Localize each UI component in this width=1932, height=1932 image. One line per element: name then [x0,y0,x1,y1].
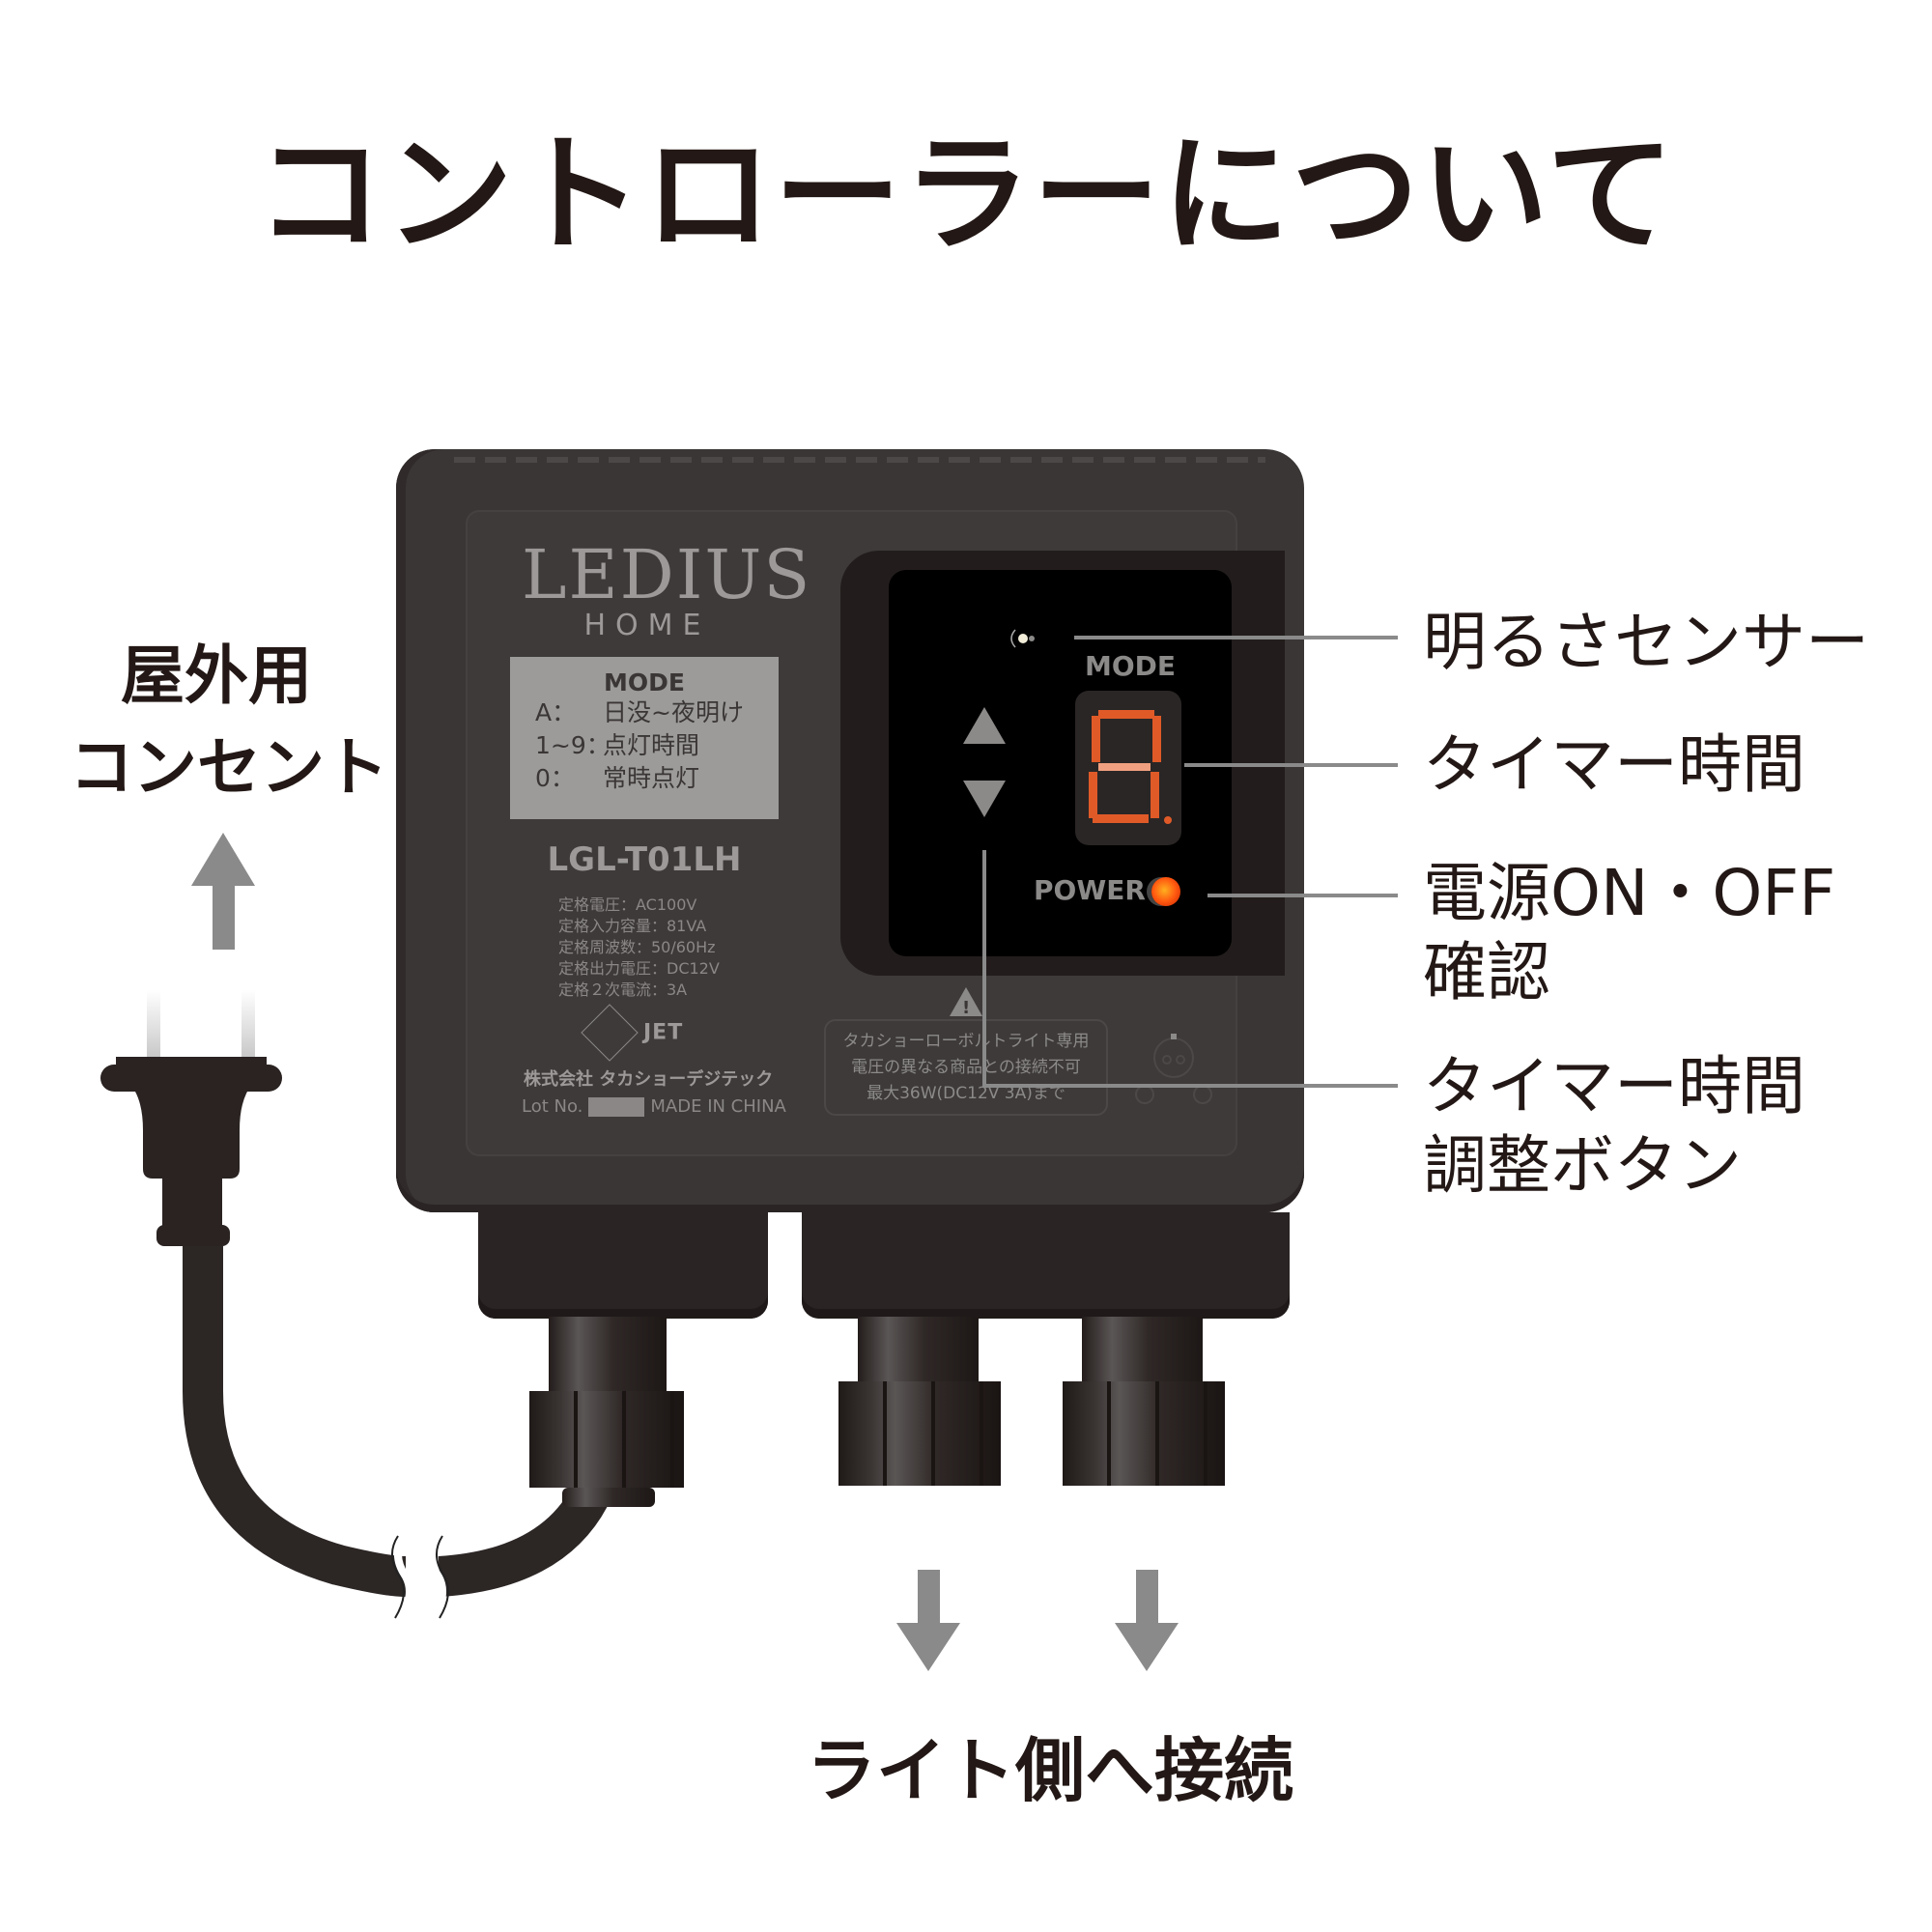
mode-legend-heading: MODE [604,668,685,696]
output-connector-2-nut [1063,1381,1225,1486]
spec-list: 定格電圧：AC100V 定格入力容量：81VA 定格周波数：50/60Hz 定格… [558,895,720,1001]
down-arrow-shaft [1136,1570,1158,1626]
callout-power-line2: 確認 [1423,935,1550,1009]
input-connector-base [562,1488,655,1507]
warning-line: タカショーローボルトライト専用 [842,1032,1090,1051]
segment-a [1098,710,1154,719]
page-title: コントローラーについて [255,121,1677,270]
callout-power-line1: 電源ON・OFF [1423,856,1836,930]
output-connector-housing [802,1212,1290,1319]
origin: MADE IN CHINA [650,1096,786,1117]
display-mode-label: MODE [1085,650,1177,682]
input-connector-housing [478,1212,768,1319]
timer-down-button[interactable] [963,781,1006,817]
power-label: POWER [1034,874,1146,906]
leader-buttons-h [982,1084,1398,1088]
down-arrow-icon [896,1623,960,1671]
lot-line: Lot No. MADE IN CHINA [522,1096,786,1117]
mode-legend: MODE A： 日没~夜明け 1~9：点灯時間 0： 常時点灯 [510,657,779,819]
mode-value: 点灯時間 [603,731,700,759]
warning-label: タカショーローボルトライト専用 電圧の異なる商品との接続不可 最大36W(DC1… [824,1019,1108,1116]
leader-power [1208,894,1398,897]
up-arrow-icon [191,833,255,886]
warning-triangle-icon [950,987,982,1016]
spec-line: 定格周波数：50/60Hz [558,938,716,956]
polarity-icon [1135,1034,1212,1104]
mode-legend-row: A： 日没~夜明け [510,696,779,729]
segment-e [1089,772,1097,818]
body-ridge [454,457,1265,463]
certification-marks: JET [581,1004,684,1062]
spec-line: 定格出力電圧：DC12V [558,959,720,978]
spec-line: 定格２次電流：3A [558,980,688,999]
mode-key: A： [535,698,577,726]
outlet-label-line1: 屋外用 [121,639,312,713]
warning-line: 電圧の異なる商品との接続不可 [851,1058,1081,1077]
leader-timer [1184,763,1398,767]
warning-line: 最大36W(DC12V 3A)まで [867,1084,1065,1103]
mode-value: 日没~夜明け [603,698,744,726]
input-connector-stem [549,1317,667,1394]
callout-sensor: 明るさセンサー [1423,605,1869,679]
mode-value: 常時点灯 [603,764,700,792]
output-connector-2-stem [1082,1317,1203,1384]
segment-f [1092,716,1100,762]
brand-logo-sub: HOME [583,609,711,642]
lot-number-blank [588,1097,645,1117]
segment-dp [1164,816,1172,824]
warning-exclamation: ! [962,998,971,1018]
brand-logo: LEDIUS [522,535,812,614]
input-connector-nut [529,1391,684,1488]
light-side-label: ライト側へ接続 [807,1730,1294,1811]
output-connector-1-stem [858,1317,979,1384]
leader-buttons-v [982,850,986,1087]
segment-b [1152,716,1161,762]
up-arrow-shaft [213,884,235,950]
down-arrow-shaft [918,1570,940,1626]
light-sensor-icon [1010,629,1035,648]
callout-buttons-line1: タイマー時間 [1423,1049,1805,1123]
mode-legend-row: 0： 常時点灯 [510,762,779,795]
seven-segment-display [1075,691,1181,845]
pse-mark-icon [581,1004,639,1062]
mode-legend-row: 1~9：点灯時間 [510,729,779,762]
power-led-icon [1151,877,1180,906]
segment-g [1098,763,1151,771]
mode-key: 0： [535,764,575,792]
output-connector-1-nut [838,1381,1001,1486]
spec-line: 定格入力容量：81VA [558,917,707,935]
callout-timer: タイマー時間 [1423,727,1805,802]
callout-buttons-line2: 調整ボタン [1423,1128,1742,1203]
model-number: LGL-T01LH [547,840,742,879]
lot-label: Lot No. [522,1096,583,1117]
segment-c [1151,772,1159,818]
leader-sensor [1074,636,1398,639]
jet-mark: JET [643,1020,684,1045]
plug-prong [242,990,255,1058]
segment-d [1093,814,1149,823]
manufacturer: 株式会社 タカショーデジテック [524,1069,774,1090]
down-arrow-icon [1115,1623,1179,1671]
timer-up-button[interactable] [963,707,1006,744]
mode-key: 1~9： [535,731,611,759]
plug-prong [147,990,160,1058]
spec-line: 定格電圧：AC100V [558,895,697,914]
outlet-label-line2: コンセント [70,730,388,805]
